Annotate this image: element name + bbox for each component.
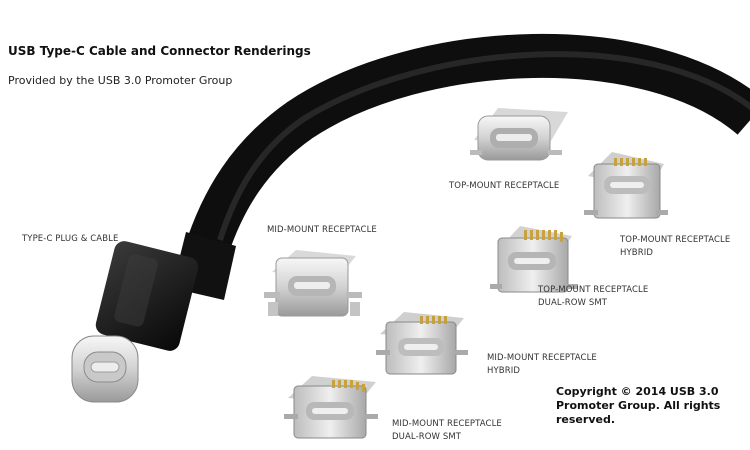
label-top-mount-hybrid: TOP-MOUNT RECEPTACLE HYBRID — [620, 234, 730, 260]
top-mount-receptacle-dual-row — [490, 226, 578, 293]
type-c-plug-shell — [71, 335, 139, 403]
label-mid-mount-dual-row: MID-MOUNT RECEPTACLE DUAL-ROW SMT — [392, 418, 502, 444]
copyright-notice: Copyright © 2014 USB 3.0 Promoter Group.… — [556, 385, 736, 427]
label-mid-mount-dual-row-line2: DUAL-ROW SMT — [392, 432, 462, 442]
page-subtitle: Provided by the USB 3.0 Promoter Group — [8, 74, 233, 87]
mid-mount-receptacle — [264, 250, 362, 317]
label-top-mount-dual-row-line1: TOP-MOUNT RECEPTACLE — [538, 285, 649, 295]
copyright-line1: Copyright © 2014 USB 3.0 — [556, 385, 719, 398]
label-top-mount-hybrid-line2: HYBRID — [620, 248, 653, 258]
top-mount-receptacle — [470, 108, 568, 161]
label-mid-mount-hybrid: MID-MOUNT RECEPTACLE HYBRID — [487, 352, 597, 378]
label-top-mount-dual-row-line2: DUAL-ROW SMT — [538, 298, 608, 308]
cable — [172, 33, 750, 300]
label-top-mount-hybrid-line1: TOP-MOUNT RECEPTACLE — [620, 235, 731, 245]
page-title: USB Type-C Cable and Connector Rendering… — [8, 44, 311, 58]
copyright-line3: reserved. — [556, 413, 616, 426]
label-plug-cable: TYPE-C PLUG & CABLE — [22, 234, 119, 244]
mid-mount-receptacle-dual-row — [284, 376, 378, 439]
label-mid-mount: MID-MOUNT RECEPTACLE — [267, 225, 377, 235]
top-mount-receptacle-hybrid — [584, 152, 668, 219]
label-top-mount-dual-row: TOP-MOUNT RECEPTACLE DUAL-ROW SMT — [538, 284, 648, 310]
label-mid-mount-hybrid-line1: MID-MOUNT RECEPTACLE — [487, 353, 597, 363]
plug-overmold — [95, 241, 199, 351]
mid-mount-receptacle-hybrid — [376, 312, 468, 375]
label-mid-mount-hybrid-line2: HYBRID — [487, 366, 520, 376]
label-top-mount: TOP-MOUNT RECEPTACLE — [449, 181, 560, 191]
copyright-line2: Promoter Group. All rights — [556, 399, 721, 412]
label-mid-mount-dual-row-line1: MID-MOUNT RECEPTACLE — [392, 419, 502, 429]
